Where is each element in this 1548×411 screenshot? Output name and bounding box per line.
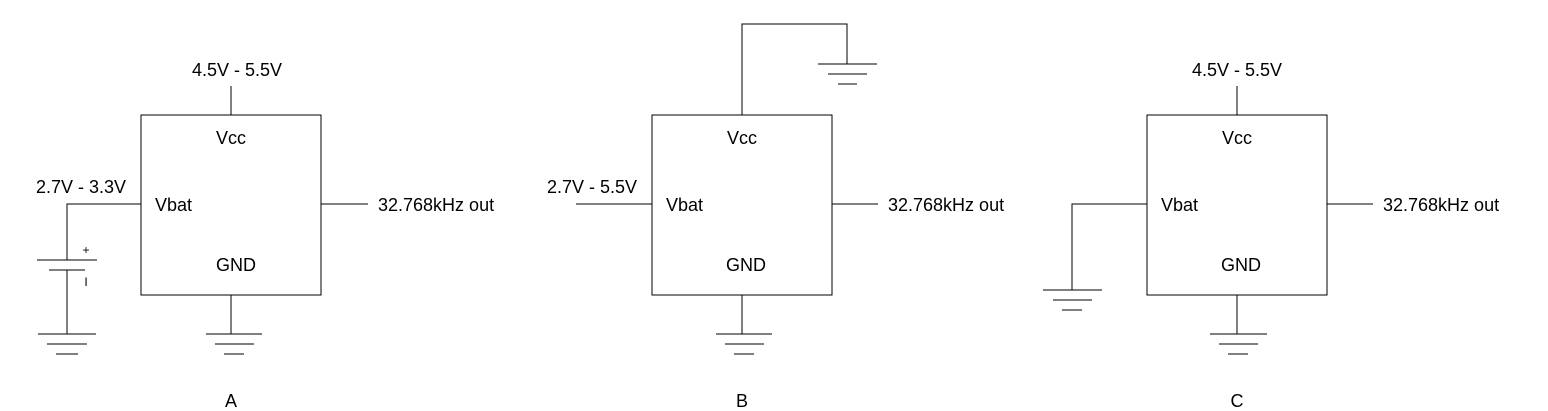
pin-vbat-label: Vbat (1161, 195, 1198, 215)
ground-symbol (206, 333, 262, 355)
circuit-a: Vcc Vbat GND 4.5V - 5.5V 32.768kHz out 2… (36, 60, 494, 411)
vcc-supply-label: 4.5V - 5.5V (192, 60, 282, 80)
circuit-c: Vcc Vbat GND 4.5V - 5.5V 32.768kHz out C (1043, 60, 1499, 411)
vbat-wire (66, 203, 141, 260)
battery-symbol (37, 259, 97, 271)
output-label: 32.768kHz out (378, 195, 494, 215)
battery-minus-sign: I (84, 275, 87, 289)
circuit-b: Vcc Vbat GND 2.7V - 5.5V 32.768kHz out B (547, 23, 1004, 411)
vbat-supply-label: 2.7V - 5.5V (547, 177, 637, 197)
circuit-caption: A (225, 391, 237, 411)
pin-vcc-label: Vcc (1222, 128, 1252, 148)
battery-plus-sign: + (82, 243, 89, 257)
output-label: 32.768kHz out (1383, 195, 1499, 215)
pin-gnd-label: GND (1221, 255, 1261, 275)
circuit-caption: C (1231, 391, 1244, 411)
ground-symbol (1043, 289, 1102, 311)
vcc-ground-wire (741, 23, 848, 115)
pin-vcc-label: Vcc (727, 128, 757, 148)
chip-body (140, 114, 322, 296)
pin-gnd-label: GND (726, 255, 766, 275)
chip-body (1146, 114, 1328, 296)
vbat-supply-label: 2.7V - 3.3V (36, 177, 126, 197)
pin-vbat-label: Vbat (666, 195, 703, 215)
ground-symbol (1210, 333, 1267, 355)
pin-gnd-label: GND (216, 255, 256, 275)
vbat-ground-wire (1071, 203, 1147, 290)
pin-vcc-label: Vcc (216, 128, 246, 148)
output-label: 32.768kHz out (888, 195, 1004, 215)
ground-symbol (716, 333, 772, 355)
circuit-caption: B (736, 391, 748, 411)
pin-vbat-label: Vbat (155, 195, 192, 215)
vcc-supply-label: 4.5V - 5.5V (1192, 60, 1282, 80)
ground-symbol (818, 63, 877, 85)
chip-body (651, 114, 833, 296)
ground-symbol (38, 333, 96, 355)
